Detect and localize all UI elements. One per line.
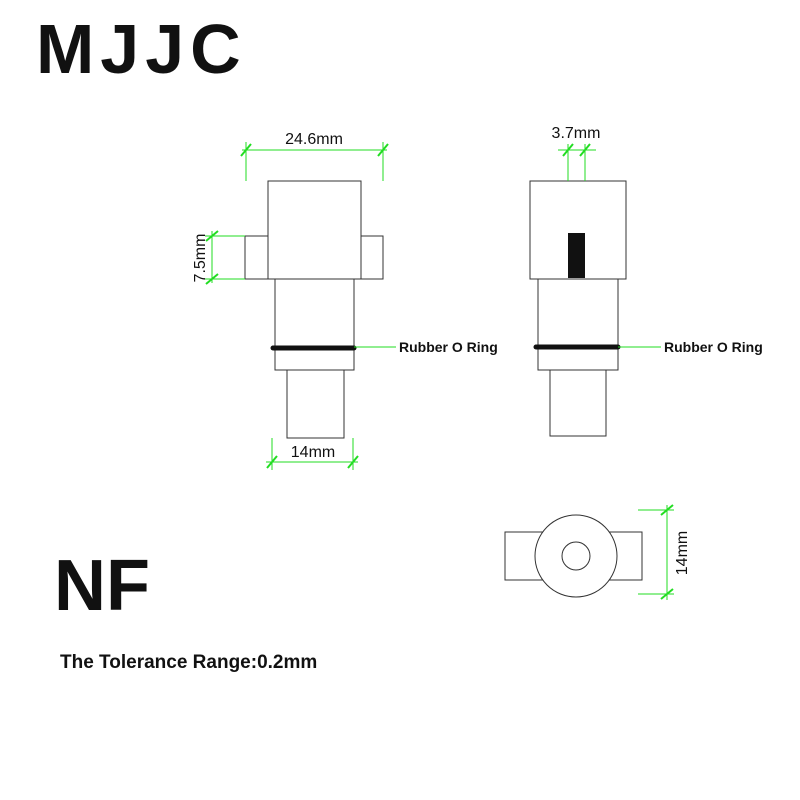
front-wing-tick-bottom xyxy=(205,273,219,285)
front-nozzle-label: 14mm xyxy=(291,444,335,461)
top-height-tick-bottom xyxy=(660,588,674,600)
front-width-label: 24.6mm xyxy=(285,131,343,148)
tolerance-note: The Tolerance Range:0.2mm xyxy=(60,652,318,673)
front-ring-label: Rubber O Ring xyxy=(399,339,498,355)
front-width-tick-right xyxy=(377,143,389,157)
front-width-tick-left xyxy=(240,143,252,157)
front-wing-label: 7.5mm xyxy=(192,234,209,283)
side-nozzle xyxy=(549,369,607,437)
side-view: 3.7mm Rubber O Ring xyxy=(529,125,763,437)
top-view: 14mm xyxy=(504,504,691,600)
front-view: 24.6mm 7.5mm 14mm Rubber O Ring xyxy=(192,131,498,470)
side-body xyxy=(537,278,619,371)
brand-logo: MJJC xyxy=(36,10,247,88)
top-height-tick-top xyxy=(660,504,674,516)
side-slot xyxy=(568,233,585,278)
side-slot-label: 3.7mm xyxy=(552,125,601,142)
front-right-wing xyxy=(360,235,384,280)
top-height-label: 14mm xyxy=(674,531,691,575)
side-ring-label: Rubber O Ring xyxy=(664,339,763,355)
top-inner-circle xyxy=(561,541,591,571)
front-body xyxy=(274,278,355,371)
front-head xyxy=(267,180,362,280)
front-nozzle-tick-left xyxy=(266,455,278,469)
front-wing-tick-top xyxy=(205,230,219,242)
front-nozzle-tick-right xyxy=(347,455,359,469)
front-left-wing xyxy=(244,235,270,280)
model-name: NF xyxy=(54,546,150,626)
side-slot-tick-left xyxy=(562,143,574,157)
side-slot-tick-right xyxy=(579,143,591,157)
front-nozzle xyxy=(286,369,345,439)
